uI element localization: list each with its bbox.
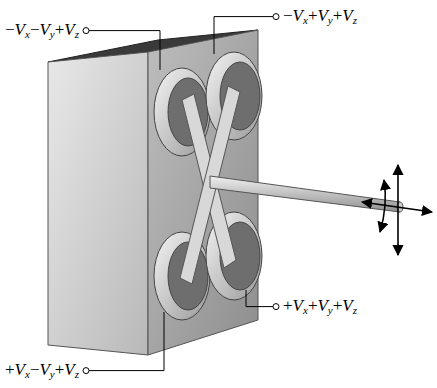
- terminal: [273, 14, 279, 20]
- leader-line: [214, 17, 273, 54]
- signal-label: +Vx−Vy+Vz: [4, 360, 80, 381]
- leader-line: [89, 312, 164, 371]
- leader-lines: [83, 14, 279, 374]
- motion-arrows: [362, 165, 432, 255]
- leader-line: [89, 31, 160, 70]
- signal-label: +Vx+Vy+Vz: [282, 296, 358, 317]
- signal-label: −Vx+Vy+Vz: [282, 6, 358, 27]
- terminal: [83, 28, 89, 34]
- terminal: [273, 304, 279, 310]
- arrow-tilt: [380, 180, 385, 232]
- arrow-vertical: [397, 165, 399, 255]
- rod-body: [210, 176, 400, 212]
- block-front: [48, 52, 148, 355]
- signal-label: −Vx−Vy+Vz: [4, 20, 80, 41]
- leader-line: [246, 290, 273, 307]
- terminal: [83, 368, 89, 374]
- arrow-axial: [362, 202, 432, 212]
- rod: [210, 176, 403, 212]
